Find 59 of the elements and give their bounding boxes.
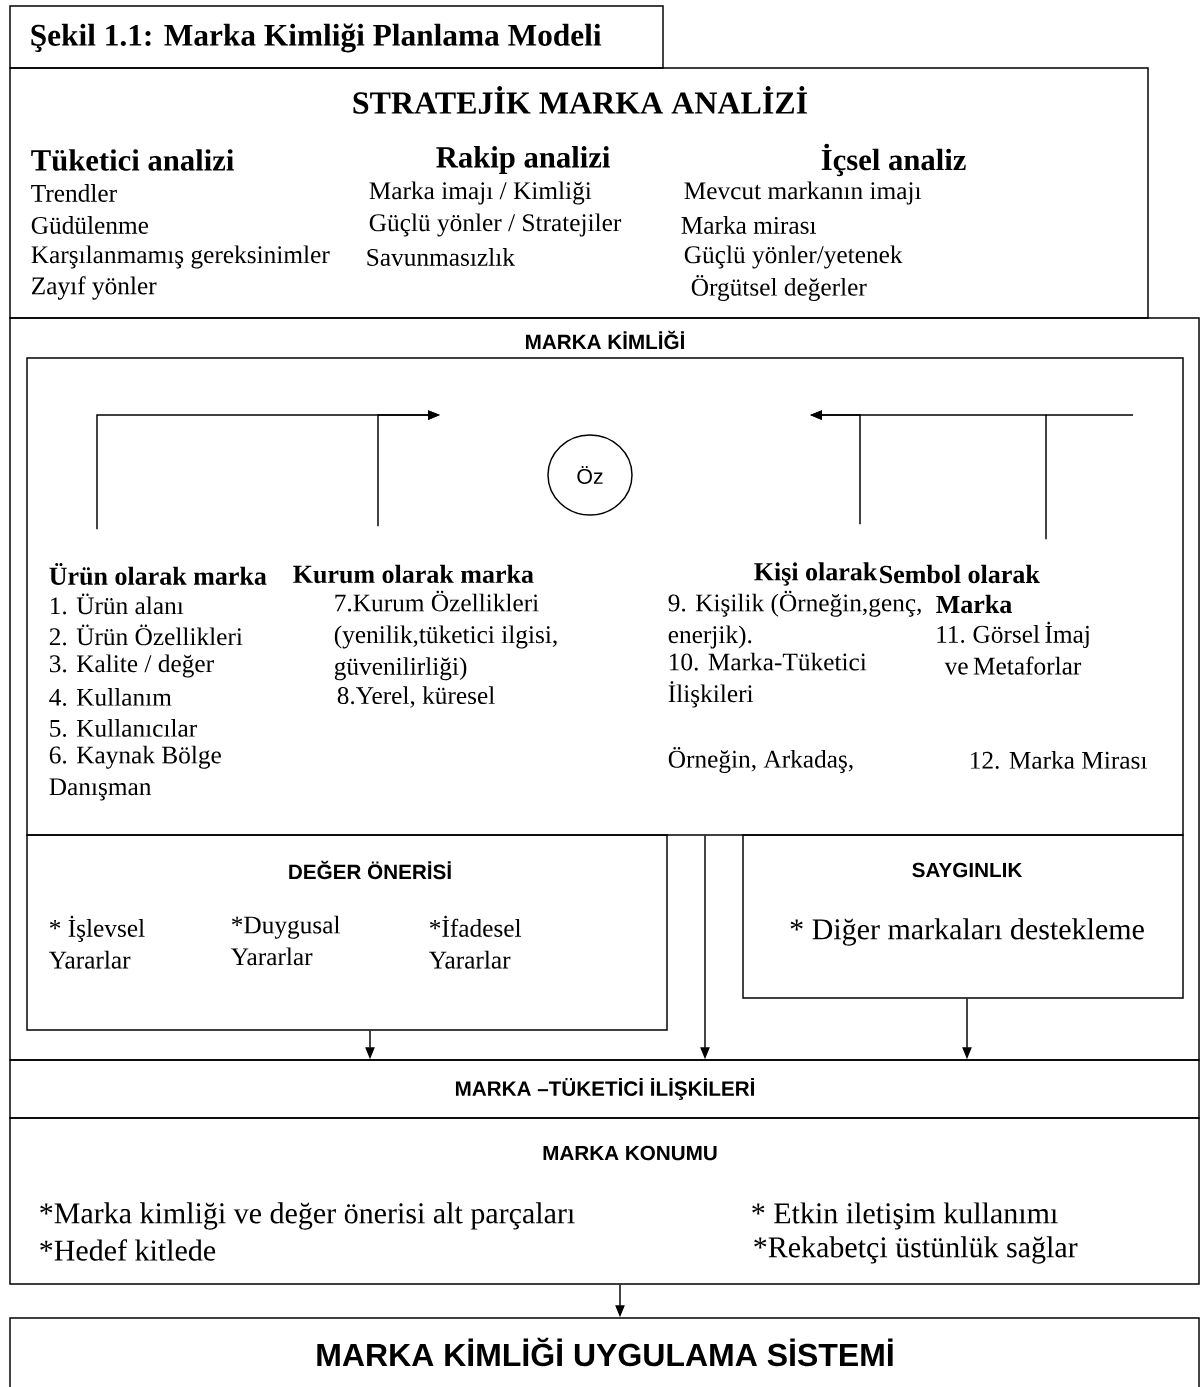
analysis-panel (9, 67, 1149, 319)
list-item: Güdülenme (31, 216, 149, 234)
list-item: Karşılanmamış gereksinimler (31, 245, 330, 269)
list-item: 9. Kişilik (Örneğin,genç, enerjik). (668, 590, 921, 649)
figure-title: Şekil 1.1: Marka Kimliği Planlama Modeli (31, 23, 602, 53)
esteem-box (742, 834, 1184, 999)
list-item: * Diğer markaları destekleme (790, 918, 1144, 946)
circle-label: Öz (577, 465, 603, 485)
list-item: Mevcut markanın imajı (684, 181, 922, 205)
section-panel (9, 317, 1200, 1061)
positioning-box (9, 1117, 1200, 1285)
column-heading: Ürün olarak marka (49, 563, 267, 585)
box-heading: SAYGINLIK (912, 862, 1023, 878)
list-item: Örgütsel değerler (691, 275, 867, 301)
inner-box (26, 357, 1184, 836)
band-heading: MARKA –TÜKETİCİ İLİŞKİLERİ (455, 1078, 754, 1100)
box-heading: MARKA KİMLİĞİ UYGULAMA SİSTEMİ (317, 1337, 893, 1367)
list-item: 8.Yerel, küresel (337, 686, 495, 708)
column-heading: Kurum olarak marka (293, 564, 534, 584)
relations-band (9, 1059, 1200, 1119)
list-item: 2. Ürün Özellikleri (49, 624, 243, 646)
column-heading: Tüketici analizi (31, 149, 234, 171)
column-heading: İçsel analiz (821, 143, 966, 177)
list-item: 7.Kurum Özellikleri (yenilik,tüketici ilgisi, güvenilirliği) (334, 590, 557, 681)
box-heading: MARKA KONUMU (543, 1145, 717, 1161)
panel-heading: STRATEJİK MARKA ANALİZİ (353, 86, 808, 114)
list-item: 3. Kalite / değer (49, 654, 214, 678)
list-item: 4. Kullanım (49, 688, 172, 706)
list-item: Savunmasızlık (367, 248, 515, 266)
box-heading: DEĞER ÖNERİSİ (289, 860, 451, 880)
list-item: 5. Kullanıcılar (50, 719, 197, 737)
list-item: 6. Kaynak Bölge Danışman (49, 745, 221, 801)
section-heading: MARKA KİMLİĞİ (526, 330, 684, 350)
column-heading: Marka (936, 594, 1012, 614)
title-box (9, 5, 664, 69)
list-item: Zayıf yönler (31, 276, 157, 300)
list-item: *Marka kimliği ve değer önerisi alt parçaları (40, 1202, 575, 1230)
list-item: Örneğin, Arkadaş, (668, 747, 853, 773)
list-item: *Hedef kitlede (40, 1239, 216, 1261)
list-item: 10. Marka-Tüketici İlişkileri (668, 652, 867, 708)
core-circle (547, 434, 633, 516)
column-heading: Sembol olarak (880, 564, 1040, 584)
column-heading: Kişi olarak (754, 562, 878, 586)
list-item: Marka mirası (681, 216, 816, 234)
list-item: 12. Marka Mirası (970, 751, 1147, 769)
list-item: 1. Ürün alanı (50, 593, 184, 615)
column-heading: Rakip analizi (436, 146, 610, 174)
list-item: Marka imajı / Kimliği (369, 181, 592, 205)
list-item: Trendler (31, 184, 117, 202)
list-item: 11. Görsel İmaj ve Metaforlar (937, 621, 1089, 675)
list-item: *Rekabetçi üstünlük sağlar (754, 1236, 1078, 1264)
list-item: * Etkin iletişim kullanımı (752, 1202, 1058, 1230)
list-item: * İşlevsel Yararlar (49, 915, 145, 969)
list-item: *İfadesel Yararlar (429, 915, 522, 969)
list-item: *Duygusal Yararlar (231, 915, 340, 966)
list-item: Güçlü yönler / Stratejiler (369, 213, 622, 237)
system-box (9, 1317, 1200, 1387)
value-box (26, 834, 668, 1031)
list-item: Güçlü yönler/yetenek (684, 245, 903, 269)
